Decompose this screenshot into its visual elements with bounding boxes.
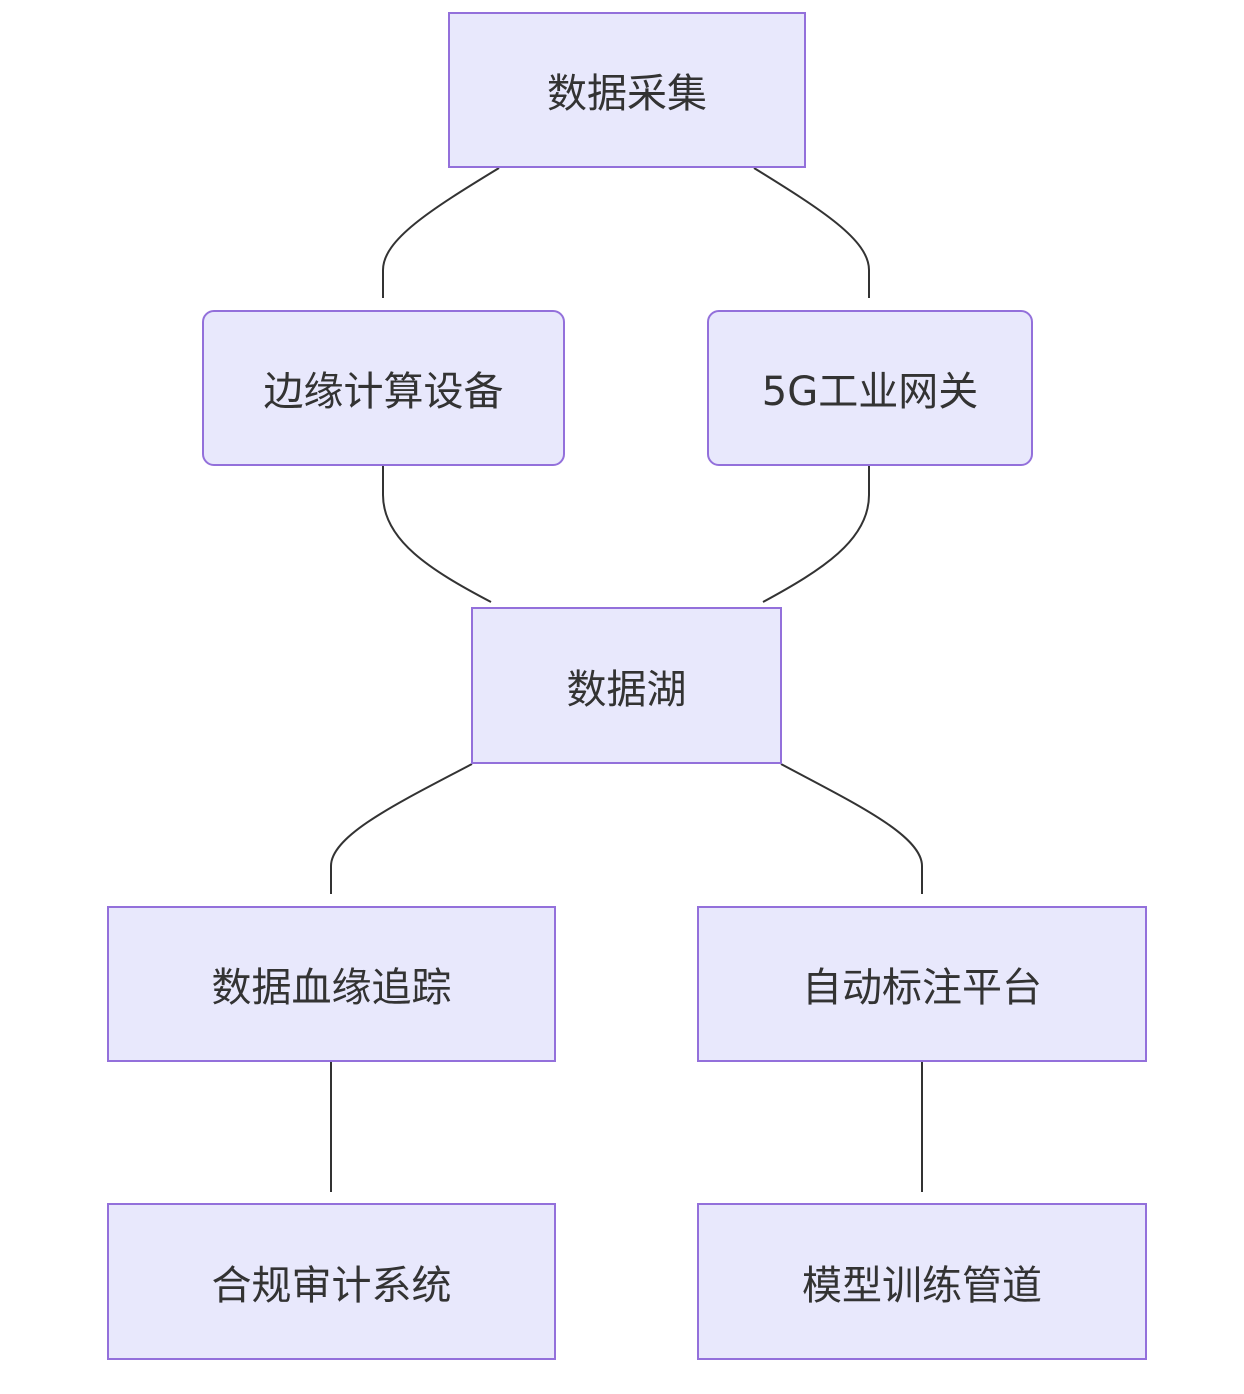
node-label: 数据血缘追踪 bbox=[211, 965, 452, 1011]
node-label: 数据采集 bbox=[547, 71, 707, 117]
node-data-lake[interactable]: 数据湖 bbox=[471, 607, 782, 764]
node-label: 模型训练管道 bbox=[802, 1262, 1042, 1309]
node-data-collection[interactable]: 数据采集 bbox=[448, 12, 806, 168]
node-label: 数据湖 bbox=[566, 666, 687, 713]
edge-edge-device-to-lake bbox=[382, 466, 492, 603]
edge-collection-to-gateway bbox=[753, 167, 870, 298]
edge-lake-to-lineage bbox=[330, 763, 473, 894]
node-5g-industrial-gateway[interactable]: 5G工业网关 bbox=[707, 310, 1033, 466]
node-model-training-pipeline[interactable]: 模型训练管道 bbox=[697, 1203, 1147, 1360]
node-compliance-audit-system[interactable]: 合规审计系统 bbox=[107, 1203, 556, 1360]
edge-gateway-to-lake bbox=[762, 466, 870, 603]
node-edge-computing-device[interactable]: 边缘计算设备 bbox=[202, 310, 565, 466]
node-label: 5G工业网关 bbox=[761, 369, 979, 415]
node-label: 合规审计系统 bbox=[211, 1262, 452, 1309]
edge-collection-to-edge-device bbox=[382, 167, 500, 298]
node-label: 边缘计算设备 bbox=[263, 369, 504, 415]
node-data-lineage-tracking[interactable]: 数据血缘追踪 bbox=[107, 906, 556, 1062]
node-label: 自动标注平台 bbox=[802, 965, 1042, 1011]
node-auto-labeling-platform[interactable]: 自动标注平台 bbox=[697, 906, 1147, 1062]
edge-lake-to-labeling bbox=[780, 763, 923, 894]
